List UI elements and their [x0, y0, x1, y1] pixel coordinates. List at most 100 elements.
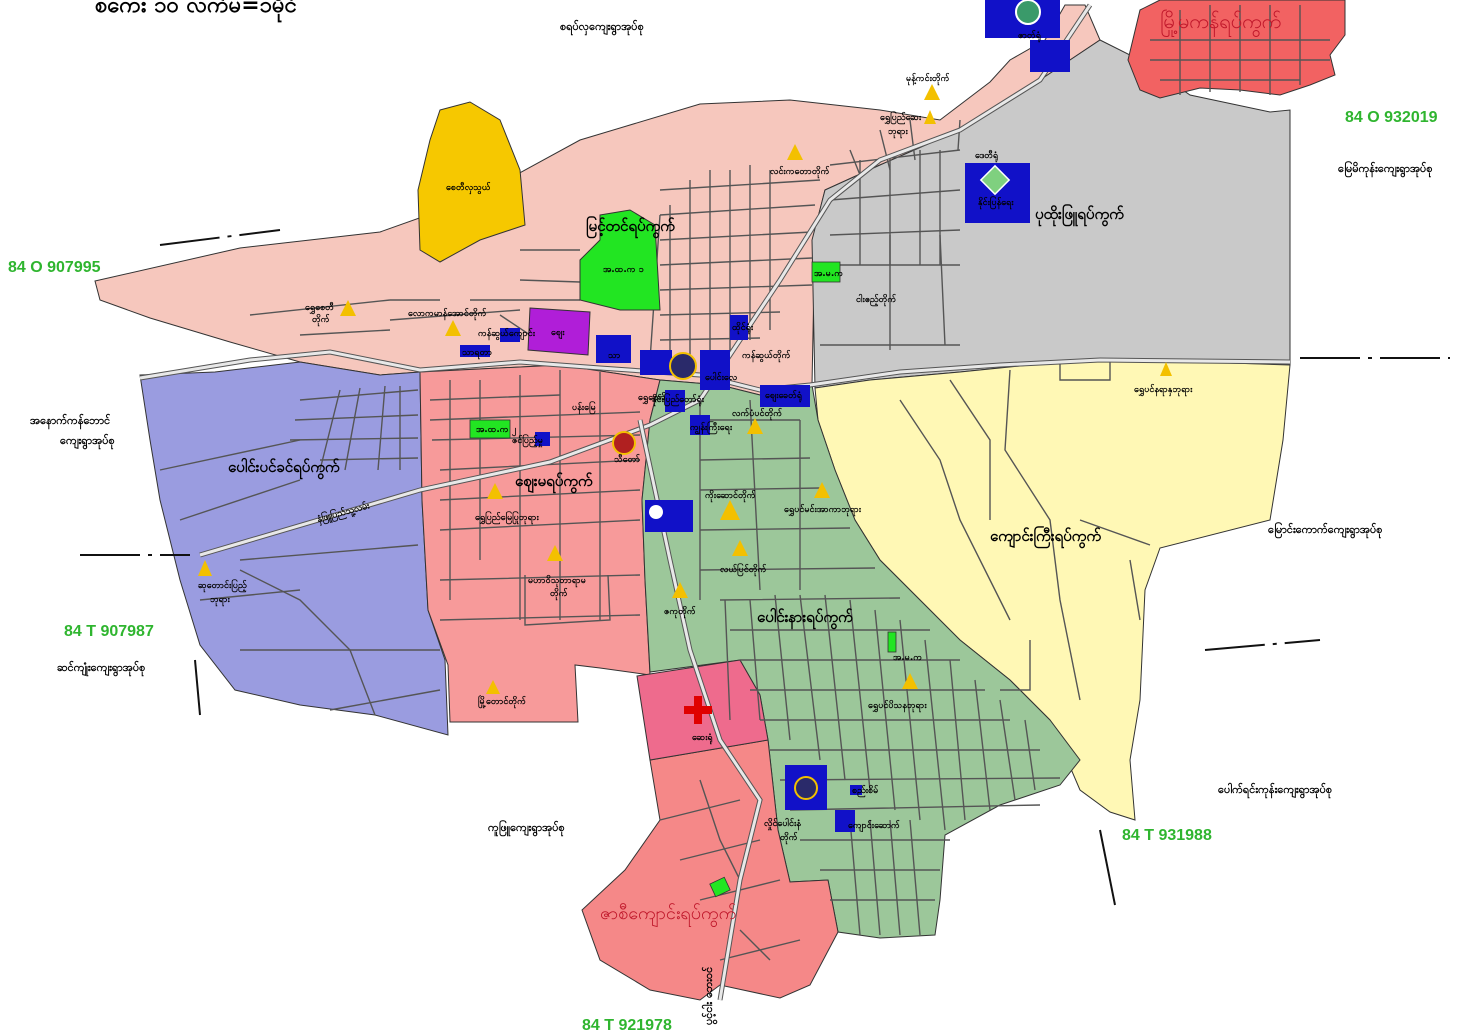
place-label: ဈေးခေတ်ရုံ — [765, 390, 802, 403]
office-block[interactable] — [596, 335, 631, 363]
place-label: တိုက် — [780, 832, 798, 845]
place-label: စေတီလှသွယ် — [446, 182, 491, 194]
emblem-icon — [979, 164, 1011, 196]
place-label: လင်းကတောတိုက် — [770, 166, 830, 179]
ward-label-myomikan: မြို့မကန်ရပ်ကွက် — [1160, 9, 1281, 37]
office-block[interactable] — [850, 785, 862, 795]
office-block[interactable] — [1030, 40, 1070, 72]
office-block[interactable] — [665, 390, 685, 412]
scale-title: စကေး ၁၀ လက်မ=၁မိုင် — [95, 0, 297, 23]
office-block[interactable] — [835, 810, 855, 832]
office-block[interactable] — [500, 328, 520, 342]
place-label: လှိုင်ပေါင်းနံ — [764, 818, 801, 831]
place-label: ဇကုတိုက် — [664, 606, 696, 619]
place-label: ပေါင်းလေ — [705, 372, 737, 383]
place-label: ဆုတောင်းပြည့် — [198, 579, 247, 593]
village-label-northeast: မြေမိကုန်းကျေးရွာအုပ်စု — [1338, 160, 1433, 178]
place-label: ကိုးဆောင်တိုက် — [705, 490, 756, 503]
place-label: ဒေတီရုံ — [975, 150, 998, 163]
office-block[interactable] — [760, 385, 810, 407]
place-label: မြို့တောင်တိုက် — [478, 695, 526, 709]
pagoda-icon — [1160, 362, 1172, 376]
place-label: နိုင်းပြန်ရေး — [978, 196, 1014, 210]
place-label: ပန်းမြေ — [572, 401, 596, 415]
office-block[interactable] — [640, 350, 672, 375]
village-label-east: မြောင်းကောက်ကျေးရွာအုပ်စု — [1268, 521, 1382, 539]
place-label: ရွှေစေတီ — [305, 302, 334, 315]
zedi-compound[interactable] — [417, 101, 526, 263]
emblem-icon — [612, 431, 636, 455]
place-label: ဇာတ်ရုံ — [1018, 30, 1041, 43]
place-label: မဟာဝိသုတာရာမ — [528, 575, 586, 588]
road-label-south: ပွင့်ငါး‌ ဘေးဝင် — [701, 966, 717, 1025]
village-label-north: စရပ်လှကျေးရွာအုပ်စု — [560, 19, 644, 36]
office-block[interactable] — [460, 345, 490, 357]
school-block[interactable] — [469, 419, 511, 439]
place-label: ဆေးရုံ — [692, 733, 713, 745]
place-label: လက်ပံပင်တိုက် — [732, 408, 783, 421]
village-label-southwest: ဆင်ကျုံးကျေးရွာအုပ်စု — [57, 660, 145, 677]
school-block[interactable] — [709, 876, 731, 898]
emblems — [612, 0, 1041, 800]
place-label: အ.မ.က — [814, 269, 843, 279]
pagoda-icon — [902, 673, 918, 689]
grid-reference: 84 T 931988 — [1122, 827, 1212, 844]
pagoda-icon — [487, 483, 503, 499]
ward-label-paungna: ပေါင်းနားရပ်ကွက် — [757, 607, 853, 630]
place-label: ရွှေတော် — [638, 392, 666, 405]
emblem-icon — [794, 776, 818, 800]
place-label: ဈေး — [551, 328, 565, 340]
ward-label-zayma: ဈေးမရပ်ကွက် — [515, 471, 593, 494]
school-1-compound[interactable] — [579, 209, 661, 311]
office-block[interactable] — [730, 315, 748, 340]
pagoda-icon — [747, 418, 763, 434]
pagoda-icon — [814, 482, 830, 498]
place-label: တိုက် — [550, 588, 568, 601]
place-label: အ.မ.က — [893, 653, 922, 663]
school-block[interactable] — [811, 261, 841, 283]
pagoda-icon — [486, 680, 500, 694]
place-label: ဇင်ပြည့်မှု — [512, 434, 543, 448]
office-block[interactable] — [700, 350, 730, 390]
place-label: မုန့်ကင်းတိုက် — [906, 73, 950, 86]
pagoda-icon — [340, 300, 356, 316]
place-label: ထိုင်ရုံး — [732, 322, 754, 335]
pagoda-icon — [787, 144, 803, 160]
market-compound[interactable] — [527, 307, 591, 356]
place-label: ရွှေပင်နရာနှဘုရား — [1134, 384, 1193, 397]
pagoda-icon — [672, 582, 688, 598]
place-label: တိုက် — [312, 314, 330, 327]
place-label: စည်းစိမ် — [852, 785, 879, 798]
place-label: ဘုရား — [888, 127, 909, 139]
village-label-southeast: ပေါက်ရင်းကုန်းကျေးရွာအုပ်စု — [1218, 782, 1332, 799]
pagoda-icons — [198, 84, 1172, 694]
boundary-lines — [80, 229, 1450, 906]
office-block[interactable] — [535, 432, 550, 446]
school-block[interactable] — [887, 631, 897, 653]
village-label-west-2: ကျေးရွာအုပ်စု — [60, 433, 115, 450]
ward-area-zaykyaung[interactable] — [581, 739, 839, 1001]
pagoda-icon — [445, 320, 461, 336]
pagoda-icon — [924, 84, 940, 100]
place-label: အ.ထ.က ၂ — [476, 425, 516, 437]
grid-reference: 84 O 932019 — [1345, 109, 1438, 126]
village-label-south: ကူဖြူကျေးရွာအုပ်စု — [488, 819, 565, 837]
ward-area-myomikan[interactable] — [1127, 0, 1346, 99]
place-label: လယ်ပြင်တိုက် — [720, 563, 767, 577]
place-label: သာရတာ — [462, 348, 492, 360]
pagoda-icon — [547, 545, 563, 561]
place-label: သီတော် — [614, 454, 641, 465]
place-label: ရွှေပြည်ဆေး — [880, 111, 922, 125]
pagoda-icon — [198, 560, 212, 576]
place-label: ကန်ဆွယ်တိုက် — [742, 350, 791, 363]
place-label: ကျောင်းဆောက် — [848, 820, 900, 833]
village-label-west: အနောက်ကန်ဘောင် — [30, 413, 111, 430]
emblem-icon — [1015, 0, 1041, 25]
emblem-icon — [669, 352, 697, 380]
grid-reference: 84 T 907987 — [64, 623, 154, 640]
ward-area-paungbinsin[interactable] — [139, 361, 449, 736]
street-network — [159, 5, 1330, 961]
school-blocks — [469, 261, 897, 898]
office-block[interactable] — [690, 415, 710, 435]
